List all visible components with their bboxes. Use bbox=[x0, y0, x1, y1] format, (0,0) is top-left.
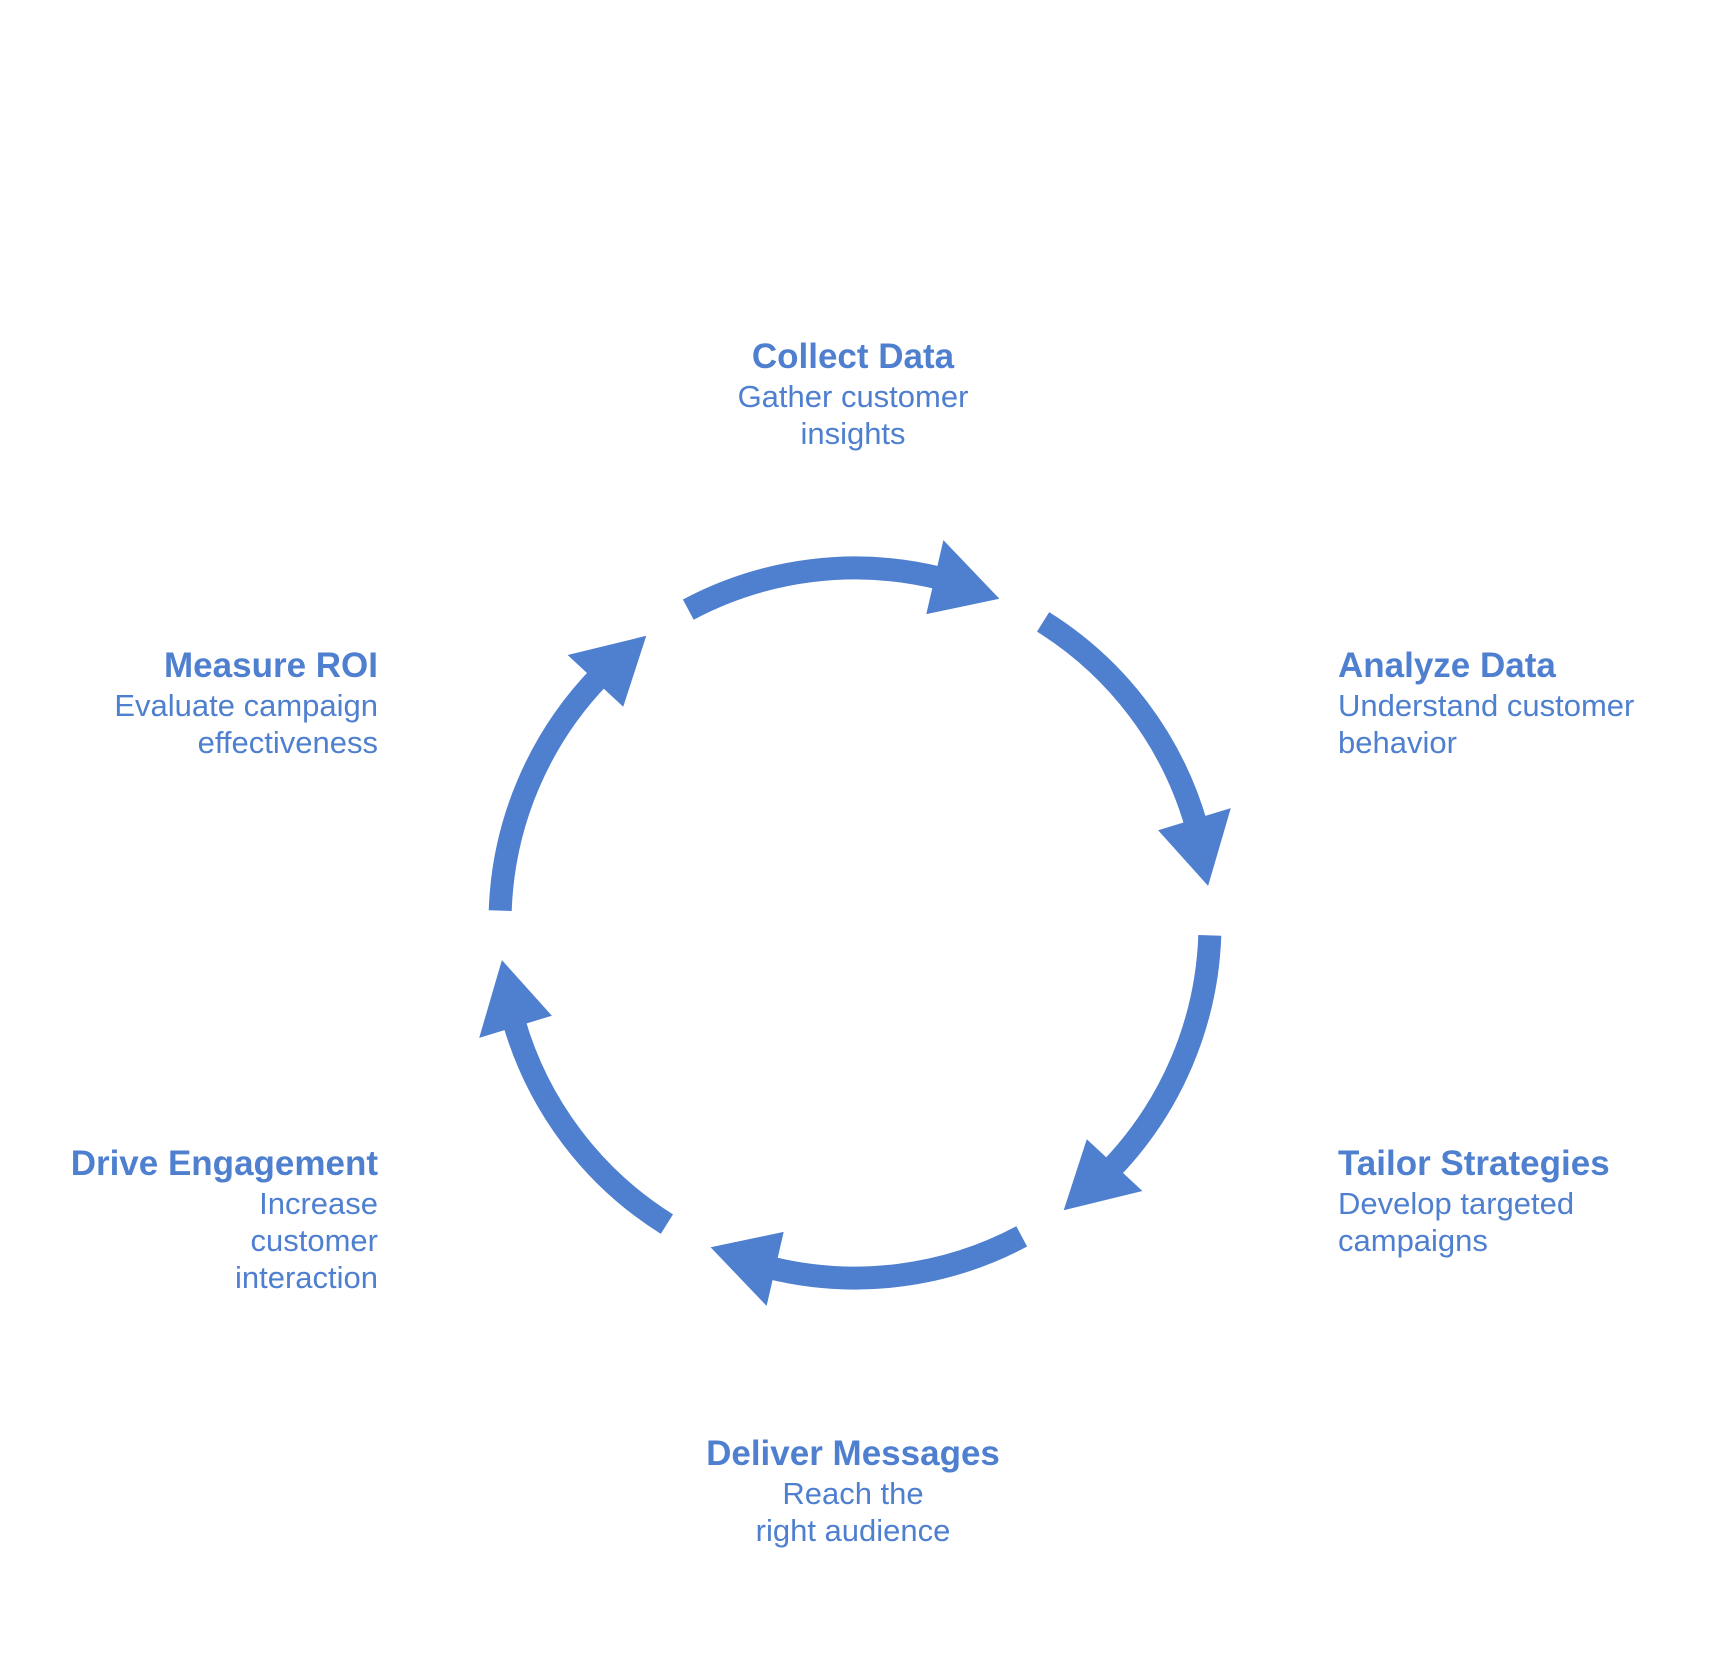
step-analyze-data: Analyze Data Understand customer behavio… bbox=[1338, 645, 1668, 761]
step-title: Analyze Data bbox=[1338, 646, 1556, 685]
step-description: Gather customer insights bbox=[737, 379, 969, 451]
step-title: Collect Data bbox=[751, 337, 955, 376]
arrow-deliver-to-engagement-arc bbox=[766, 1226, 1028, 1290]
arrow-collect-to-analyze-head-icon bbox=[926, 540, 1000, 615]
arrow-deliver-to-engagement-head-icon bbox=[710, 1231, 784, 1306]
arrow-tailor-to-deliver-head-icon bbox=[1063, 1139, 1143, 1211]
step-title: Deliver Messages bbox=[706, 1434, 1000, 1473]
step-tailor-strategies: Tailor Strategies Develop targeted campa… bbox=[1338, 1143, 1648, 1259]
step-description: Understand customer behavior bbox=[1338, 688, 1635, 760]
step-description: Reach the right audience bbox=[755, 1476, 951, 1548]
arrow-engagement-to-measure-head-icon bbox=[479, 960, 552, 1038]
arrow-measure-to-collect-arc bbox=[488, 668, 608, 912]
arrow-engagement-to-measure-arc bbox=[502, 1017, 673, 1234]
step-deliver-messages: Deliver Messages Reach the right audienc… bbox=[663, 1433, 1043, 1549]
step-description: Evaluate campaign effectiveness bbox=[114, 688, 378, 760]
arrow-measure-to-collect-head-icon bbox=[567, 635, 647, 707]
step-title: Tailor Strategies bbox=[1338, 1144, 1610, 1183]
arrow-analyze-to-tailor-head-icon bbox=[1158, 808, 1231, 886]
step-description: Increase customer interaction bbox=[234, 1186, 378, 1295]
step-description: Develop targeted campaigns bbox=[1338, 1186, 1575, 1258]
step-title: Drive Engagement bbox=[70, 1144, 378, 1183]
arrow-tailor-to-deliver-arc bbox=[1102, 934, 1222, 1178]
step-measure-roi: Measure ROI Evaluate campaign effectiven… bbox=[30, 645, 378, 761]
step-drive-engagement: Drive Engagement Increase customer inter… bbox=[30, 1143, 378, 1296]
arrow-analyze-to-tailor-arc bbox=[1037, 612, 1208, 829]
step-title: Measure ROI bbox=[164, 646, 378, 685]
arrow-collect-to-analyze-arc bbox=[682, 556, 944, 620]
step-collect-data: Collect Data Gather customer insights bbox=[663, 336, 1043, 452]
